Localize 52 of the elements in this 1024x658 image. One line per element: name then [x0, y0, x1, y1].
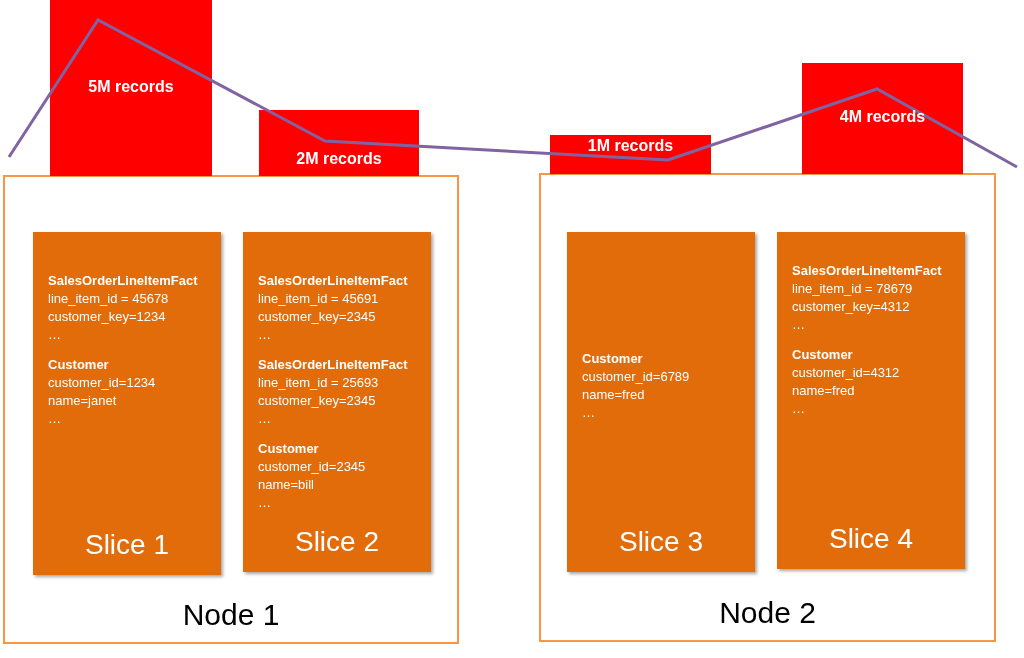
- record-bar: [259, 110, 419, 176]
- table-name: SalesOrderLineItemFact: [792, 262, 942, 280]
- table-name: Customer: [258, 440, 319, 458]
- ellipsis: …: [258, 326, 271, 344]
- server-node-box: [539, 173, 996, 642]
- field-value: customer_key=4312: [792, 298, 910, 316]
- record-count-label: 1M records: [587, 137, 674, 155]
- record-bar: [550, 135, 711, 174]
- field-value: line_item_id = 25693: [258, 374, 379, 392]
- field-value: customer_id=6789: [582, 368, 690, 386]
- ellipsis: …: [48, 410, 61, 428]
- field-value: customer_id=4312: [792, 364, 900, 382]
- ellipsis: …: [792, 400, 805, 418]
- field-value: customer_key=2345: [258, 392, 376, 410]
- field-value: name=fred: [582, 386, 645, 404]
- slice-label: Slice 1: [84, 529, 169, 561]
- node-label: Node 1: [182, 598, 280, 632]
- ellipsis: …: [258, 494, 271, 512]
- field-value: line_item_id = 45678: [48, 290, 169, 308]
- server-node-box: [3, 175, 459, 644]
- record-count-label: 4M records: [839, 108, 926, 126]
- slice-box: [33, 232, 221, 575]
- record-bar: [50, 0, 212, 176]
- table-name: Customer: [48, 356, 109, 374]
- slice-box: [567, 232, 755, 572]
- slice-label: Slice 3: [618, 526, 703, 558]
- record-bar: [802, 63, 963, 174]
- table-name: Customer: [582, 350, 643, 368]
- ellipsis: …: [582, 404, 595, 422]
- table-name: Customer: [792, 346, 853, 364]
- ellipsis: …: [792, 316, 805, 334]
- slice-box: [777, 232, 965, 569]
- field-value: line_item_id = 78679: [792, 280, 913, 298]
- field-value: name=bill: [258, 476, 314, 494]
- record-count-label: 5M records: [88, 78, 174, 96]
- slice-label: Slice 4: [828, 523, 913, 555]
- ellipsis: …: [258, 410, 271, 428]
- field-value: line_item_id = 45691: [258, 290, 379, 308]
- field-value: customer_id=1234: [48, 374, 156, 392]
- table-name: SalesOrderLineItemFact: [258, 356, 408, 374]
- field-value: name=fred: [792, 382, 855, 400]
- table-name: SalesOrderLineItemFact: [48, 272, 198, 290]
- record-count-label: 2M records: [296, 150, 382, 168]
- node-label: Node 2: [719, 596, 816, 630]
- slice-box: [243, 232, 431, 572]
- field-value: customer_id=2345: [258, 458, 366, 476]
- slice-label: Slice 2: [294, 526, 379, 558]
- field-value: name=janet: [48, 392, 117, 410]
- table-name: SalesOrderLineItemFact: [258, 272, 408, 290]
- ellipsis: …: [48, 326, 61, 344]
- field-value: customer_key=1234: [48, 308, 166, 326]
- field-value: customer_key=2345: [258, 308, 376, 326]
